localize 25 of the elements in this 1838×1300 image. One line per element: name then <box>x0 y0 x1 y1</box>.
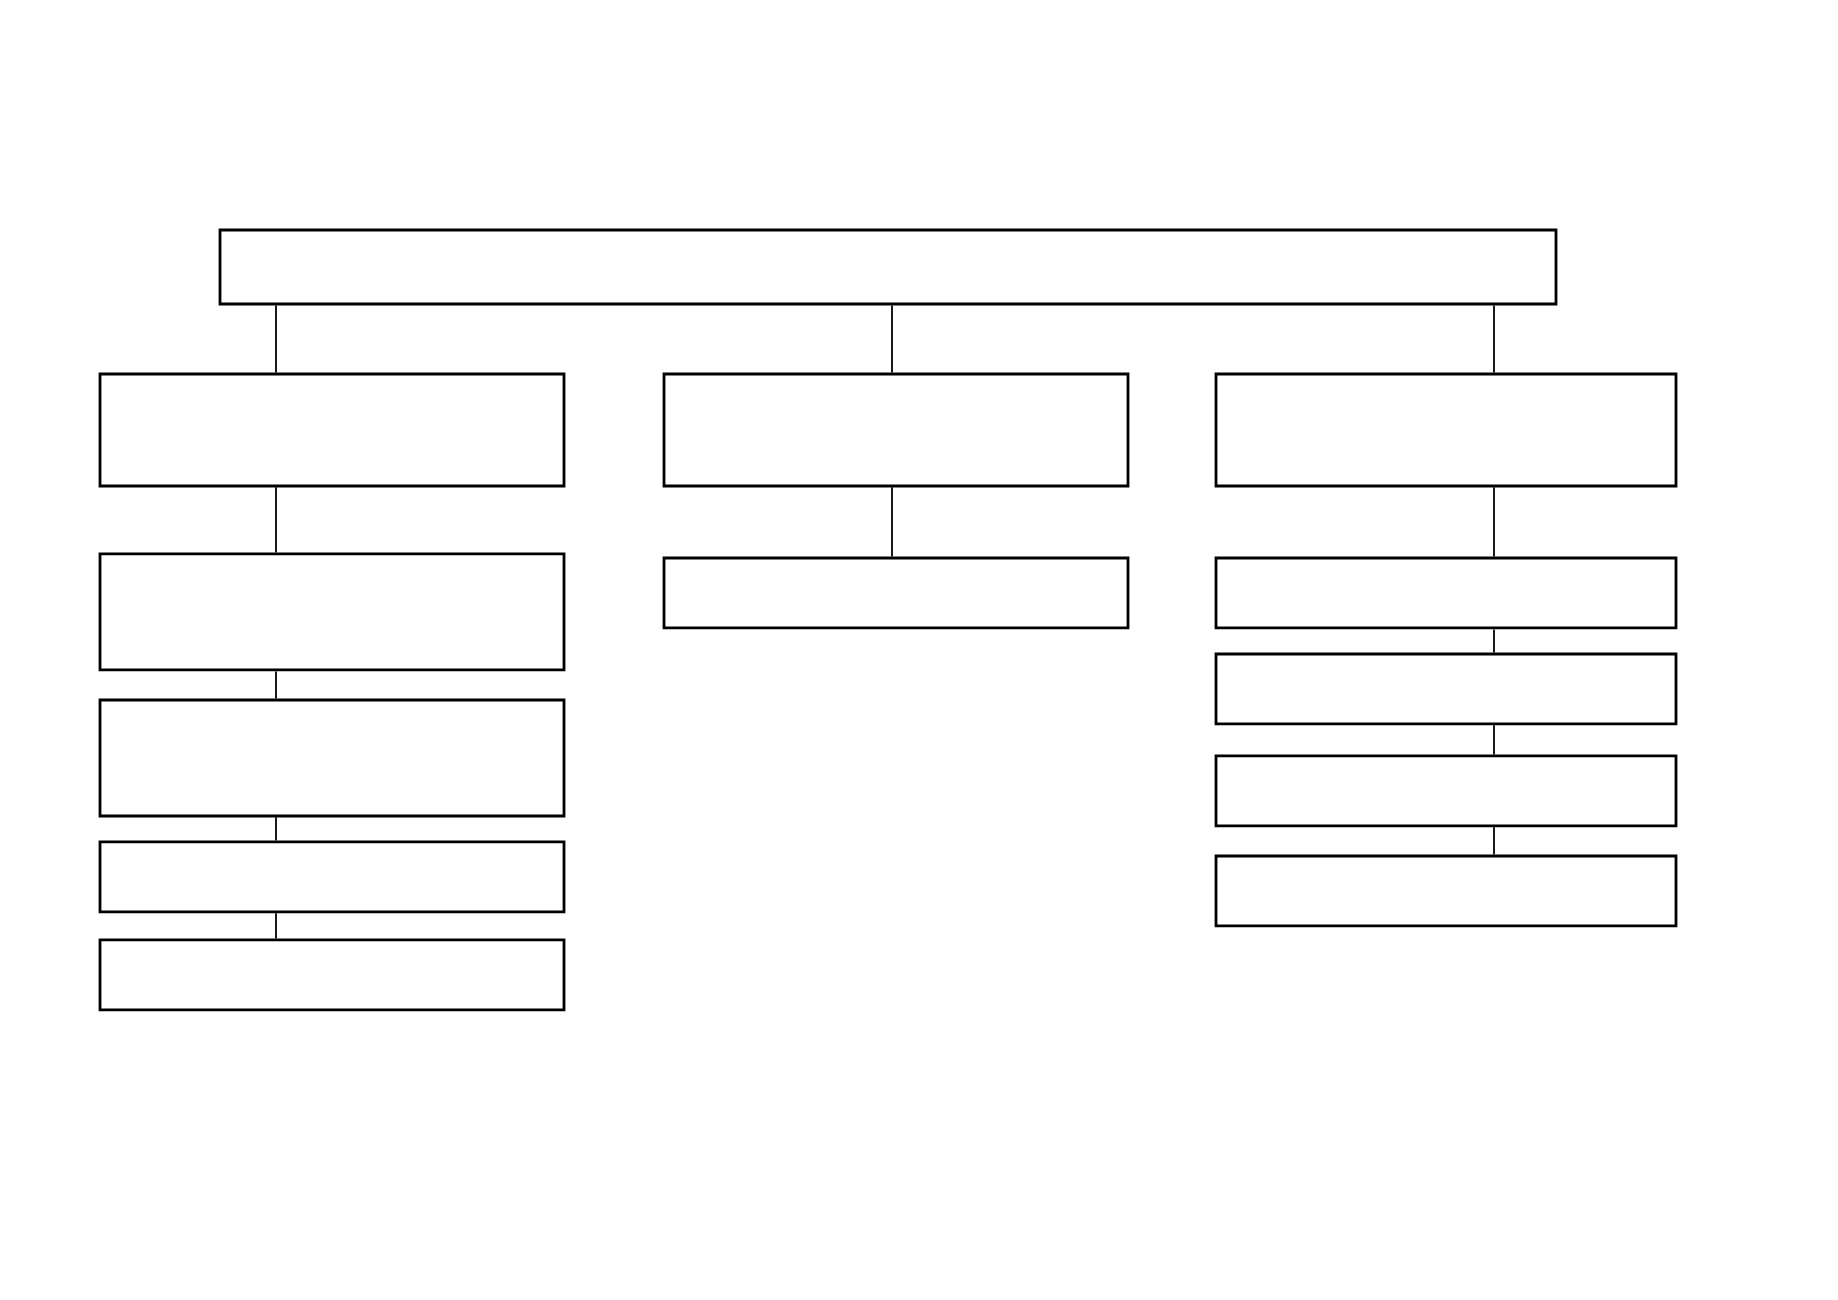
empty-box <box>1214 372 1678 488</box>
empty-box <box>98 840 566 914</box>
empty-box <box>98 552 566 672</box>
connector-line <box>275 670 277 700</box>
connector-line <box>1493 628 1495 654</box>
connector-line <box>1493 826 1495 856</box>
empty-box <box>98 698 566 818</box>
connector-line <box>275 816 277 842</box>
connector-line <box>1493 724 1495 756</box>
empty-box <box>98 938 566 1012</box>
empty-box <box>1214 754 1678 828</box>
connector-line <box>891 486 893 558</box>
empty-box <box>1214 854 1678 928</box>
connector-line <box>275 912 277 940</box>
connector-line <box>275 486 277 554</box>
connector-line <box>1493 486 1495 558</box>
connector-line <box>891 304 893 374</box>
connector-line <box>1493 304 1495 374</box>
empty-box <box>1214 556 1678 630</box>
empty-box <box>662 556 1130 630</box>
empty-box <box>98 372 566 488</box>
connector-line <box>275 304 277 374</box>
empty-box <box>218 228 1558 306</box>
empty-box <box>1214 652 1678 726</box>
empty-box <box>662 372 1130 488</box>
